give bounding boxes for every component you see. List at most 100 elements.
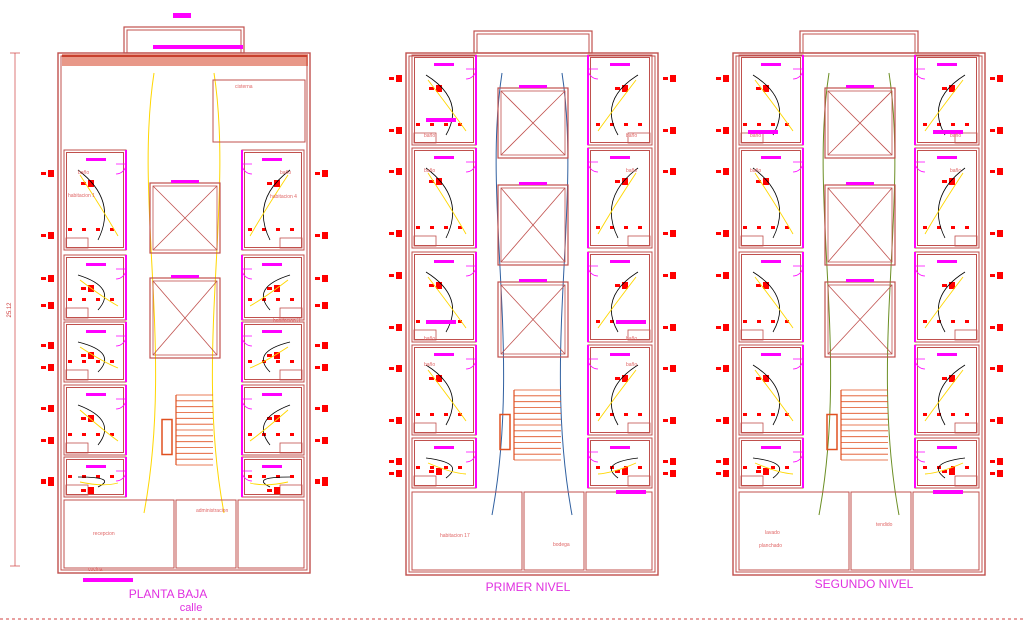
- wire: [937, 74, 966, 136]
- magenta-bar: [933, 490, 963, 494]
- window-mark: [937, 156, 957, 159]
- fixture-tag: [663, 326, 668, 329]
- wire: [924, 172, 964, 235]
- wire: [77, 404, 106, 446]
- fixture-tag: [429, 377, 434, 380]
- outlet-symbol: [596, 413, 600, 416]
- window-mark: [262, 158, 282, 161]
- wire: [610, 271, 639, 333]
- outlet-symbol: [624, 413, 628, 416]
- bottom-room: [738, 491, 850, 571]
- label-cocina: cocina: [88, 567, 103, 573]
- outlet-symbol: [96, 298, 100, 301]
- top-annex: [476, 33, 590, 54]
- wire: [263, 476, 291, 488]
- wire: [427, 369, 467, 422]
- outlet-symbol: [248, 433, 252, 436]
- outlet-symbol: [624, 123, 628, 126]
- elevator-cross: [500, 284, 566, 355]
- label-bano: baño: [424, 168, 435, 174]
- outlet-symbol: [610, 123, 614, 126]
- window-mark: [937, 353, 957, 356]
- wall-outline: [590, 440, 650, 486]
- fixture-symbol: [396, 230, 402, 237]
- elevator-door: [171, 180, 199, 183]
- fixture-tag: [41, 439, 46, 442]
- wall-outline: [590, 254, 650, 340]
- fixture-symbol: [763, 178, 769, 185]
- label-bano: baño: [280, 170, 291, 176]
- door-swing: [587, 68, 599, 80]
- wall-outline: [66, 257, 124, 318]
- window-mark: [86, 158, 106, 161]
- fixture-tag: [716, 367, 721, 370]
- wire: [79, 409, 119, 442]
- label-bano: baño: [78, 170, 89, 176]
- fixture-tag: [663, 419, 668, 422]
- outlet-symbol: [82, 475, 86, 478]
- window-mark: [434, 63, 454, 66]
- wall-outline: [741, 150, 801, 246]
- label-bano: baño: [424, 336, 435, 342]
- door-swing: [465, 358, 477, 370]
- outer-wall: [57, 52, 311, 574]
- outlet-symbol: [458, 320, 462, 323]
- fixture-symbol: [322, 275, 328, 282]
- window-mark: [761, 156, 781, 159]
- outlet-symbol: [68, 475, 72, 478]
- fixture-symbol: [48, 437, 54, 444]
- fixture-tag: [663, 77, 668, 80]
- wire: [924, 369, 964, 422]
- wall-outline: [244, 387, 302, 453]
- fixture-symbol: [997, 417, 1003, 424]
- fixture-symbol: [723, 470, 729, 477]
- fixture-symbol: [436, 85, 442, 92]
- outlet-symbol: [444, 123, 448, 126]
- wall-outline: [917, 150, 977, 246]
- fixture-symbol: [274, 487, 280, 494]
- fixture-symbol: [396, 417, 402, 424]
- fixture-symbol: [396, 168, 402, 175]
- stair-landing: [161, 418, 173, 456]
- door-swing: [587, 161, 599, 173]
- fixture-symbol: [723, 417, 729, 424]
- outlet-symbol: [444, 413, 448, 416]
- bath-block: [627, 422, 651, 434]
- fixture-tag: [41, 479, 46, 482]
- fixture-symbol: [723, 168, 729, 175]
- label-bano: baño: [750, 168, 761, 174]
- fixture-tag: [429, 180, 434, 183]
- wall-outline: [411, 251, 477, 343]
- fixture-tag: [41, 481, 46, 484]
- stair-landing: [826, 413, 838, 451]
- outlet-symbol: [785, 466, 789, 469]
- elevator-cross: [500, 90, 566, 156]
- outlet-symbol: [290, 228, 294, 231]
- fixture-tag: [267, 417, 272, 420]
- fixture-tag: [315, 234, 320, 237]
- label-bano: baño: [950, 133, 961, 139]
- wire: [425, 457, 453, 479]
- fixture-tag: [315, 304, 320, 307]
- wire: [249, 174, 289, 237]
- magenta-bar: [748, 130, 778, 134]
- elevator-shaft: [152, 280, 218, 356]
- wall-outline: [414, 57, 474, 143]
- fixture-symbol: [723, 230, 729, 237]
- door-swing: [914, 358, 926, 370]
- label-habitacion-3: habitacion 3: [273, 318, 300, 324]
- fixture-tag: [615, 470, 620, 473]
- fixture-tag: [716, 170, 721, 173]
- wall-outline: [738, 344, 804, 436]
- fixture-tag: [990, 232, 995, 235]
- fixture-tag: [41, 304, 46, 307]
- window-mark: [610, 156, 630, 159]
- fixture-symbol: [436, 178, 442, 185]
- door-swing: [241, 163, 253, 175]
- fixture-symbol: [723, 458, 729, 465]
- wall-outline: [587, 437, 653, 489]
- window-mark: [761, 446, 781, 449]
- fixture-tag: [315, 344, 320, 347]
- window-mark: [86, 330, 106, 333]
- fixture-tag: [756, 377, 761, 380]
